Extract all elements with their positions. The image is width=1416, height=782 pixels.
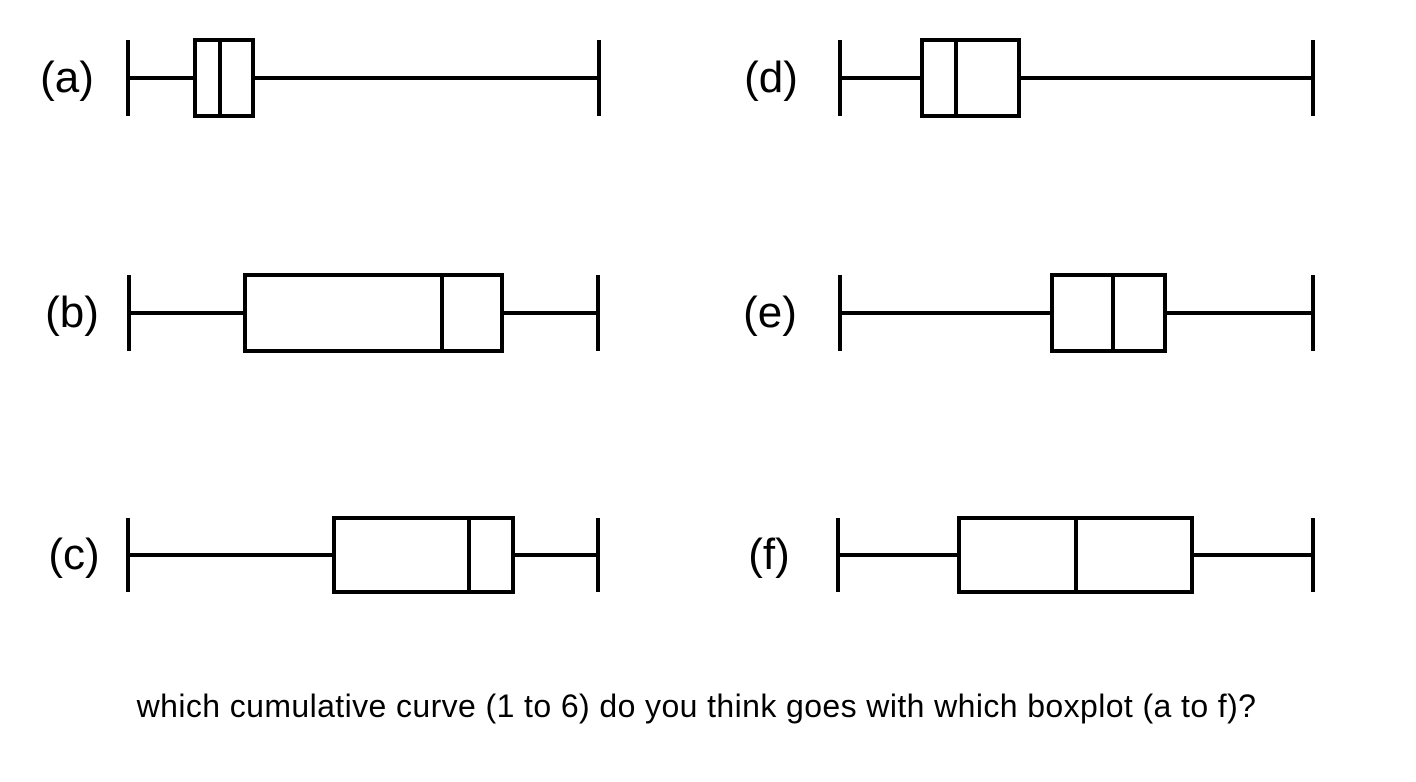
boxplot-d-median-line [954,40,958,116]
boxplot-b-box [243,273,504,353]
boxplot-a-label: (a) [40,53,94,102]
boxplot-c-median-line [467,518,471,592]
boxplot-f-right-whisker-line [1192,553,1313,557]
boxplot-f-median-line [1074,518,1078,592]
boxplot-e-left-whisker-line [840,311,1052,315]
boxplot-e-max-whisker-cap [1311,275,1315,351]
boxplot-a-min-whisker-cap [126,40,130,116]
boxplot-e-right-whisker-line [1165,311,1313,315]
boxplot-d-label: (d) [744,53,798,102]
boxplot-b-median-line [440,275,444,351]
boxplot-c-max-whisker-cap [596,518,600,592]
boxplot-f-label: (f) [748,530,790,579]
boxplot-a-median-line [218,40,222,116]
boxplot-d-right-whisker-line [1019,76,1313,80]
boxplot-d-left-whisker-line [840,76,922,80]
boxplot-b-right-whisker-line [502,311,598,315]
boxplot-a-right-whisker-line [253,76,599,80]
boxplot-b-min-whisker-cap [127,275,131,351]
boxplot-f-max-whisker-cap [1311,518,1315,592]
boxplot-d-min-whisker-cap [838,40,842,116]
boxplot-c-min-whisker-cap [126,518,130,592]
boxplot-e-label: (e) [743,288,797,337]
boxplot-c-box [332,516,515,594]
boxplot-d-box [920,38,1021,118]
boxplot-b-max-whisker-cap [596,275,600,351]
question-text: which cumulative curve (1 to 6) do you t… [136,688,1257,724]
boxplot-e-median-line [1111,275,1115,351]
boxplot-f-box [957,516,1194,594]
boxplot-c-right-whisker-line [513,553,598,557]
boxplot-f-left-whisker-line [838,553,959,557]
boxplot-d-max-whisker-cap [1311,40,1315,116]
boxplot-b-label: (b) [45,288,99,337]
boxplot-a-box [193,38,255,118]
boxplot-b-left-whisker-line [129,311,245,315]
boxplot-a-max-whisker-cap [597,40,601,116]
boxplot-c-label: (c) [48,530,100,579]
boxplot-a-left-whisker-line [128,76,195,80]
boxplot-f-min-whisker-cap [836,518,840,592]
boxplot-c-left-whisker-line [128,553,334,557]
boxplot-e-min-whisker-cap [838,275,842,351]
boxplot-e-box [1050,273,1167,353]
